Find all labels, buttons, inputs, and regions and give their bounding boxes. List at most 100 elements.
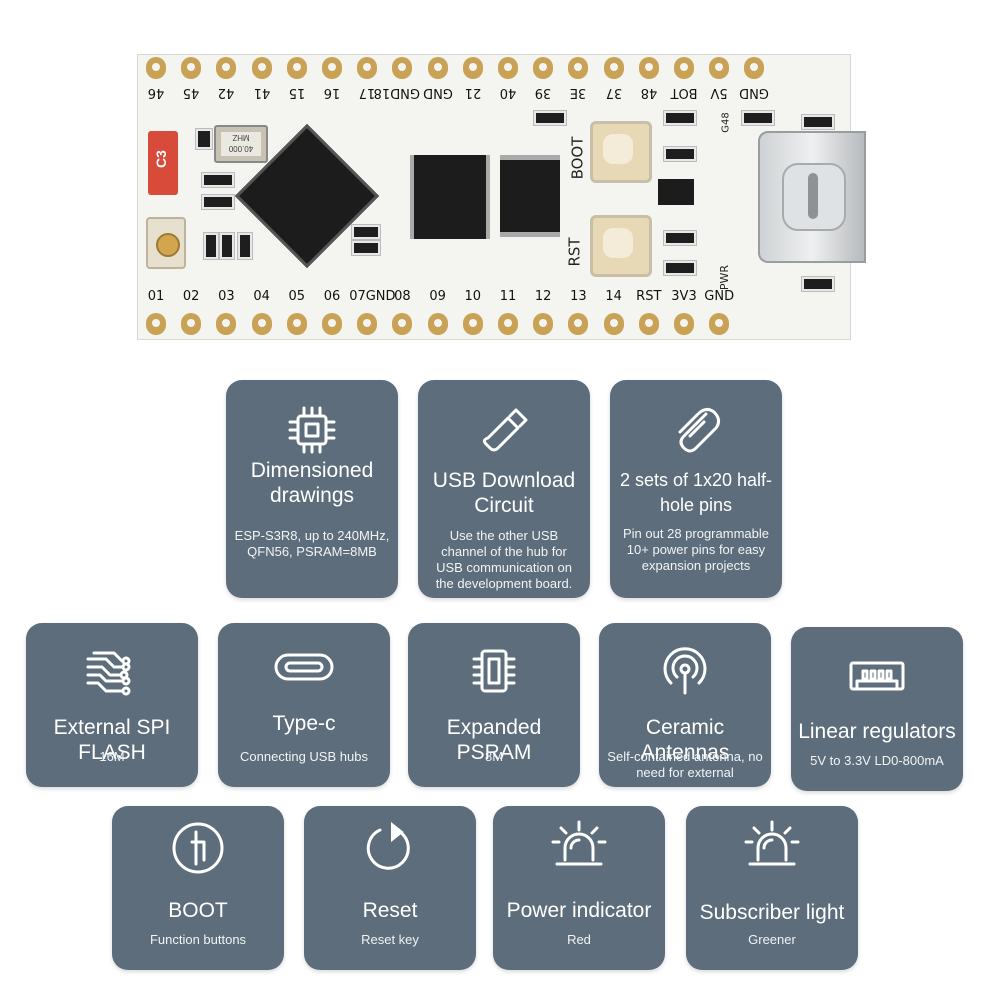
pin-label: 15: [288, 85, 306, 100]
pin-pad: [251, 57, 272, 79]
paperclip-icon: [666, 400, 726, 460]
pin-label: 08: [394, 289, 411, 304]
smd-component: [238, 233, 252, 259]
pin-label: 11: [499, 289, 517, 304]
smd-component: [664, 231, 696, 245]
pin-pad: [357, 313, 378, 335]
pin-pad: [216, 313, 237, 335]
reset-button[interactable]: [590, 215, 652, 277]
boot-button[interactable]: [590, 121, 652, 183]
feature-description: Greener: [748, 932, 796, 947]
pin-label: 16: [323, 85, 341, 100]
memory-chip-icon: [464, 641, 524, 701]
pin-pad: [322, 313, 342, 335]
feature-title: Reset: [362, 899, 418, 922]
feature-description: 5V to 3.3V LD0-800mA: [810, 753, 944, 768]
pin-pad: [709, 57, 730, 79]
pin-pad: [533, 313, 554, 335]
ceramic-antenna: C3: [148, 131, 178, 195]
feature-description: Red: [567, 932, 591, 947]
pin-label: 46: [147, 85, 165, 100]
feature-title: BOOT: [168, 899, 228, 922]
smd-component: [664, 111, 696, 125]
pin-pad: [392, 313, 413, 335]
siren-light-icon: [742, 816, 802, 876]
pin-label: 03: [218, 289, 235, 304]
usb-hub-chip: [500, 155, 560, 237]
pin-label: 3V3: [671, 289, 697, 304]
pin-pad: [322, 57, 342, 79]
pin-pad: [603, 57, 624, 79]
type-c-port-icon: [274, 637, 334, 697]
pin-pad: [674, 57, 694, 79]
pin-pad: [709, 313, 730, 335]
pin-label: 12: [534, 289, 552, 304]
siren-light-icon: [549, 816, 609, 876]
pin-pad: [286, 313, 307, 335]
boot-button-icon: [168, 818, 228, 878]
feature-title: Expanded PSRAM: [446, 716, 542, 764]
boot-silk-label: BOOT: [568, 136, 587, 180]
pin-label: 41: [253, 85, 270, 100]
antenna-label: C3: [152, 150, 169, 168]
smd-component: [220, 233, 234, 259]
feature-description: 8M: [484, 749, 504, 764]
chip-icon: [282, 400, 342, 460]
pin-label: GND18: [374, 85, 421, 100]
pin-label: 09: [429, 289, 446, 304]
pin-pad: [638, 57, 659, 79]
smd-component: [664, 261, 696, 275]
usb-c-connector[interactable]: [758, 131, 866, 263]
pin-label: 06: [323, 289, 341, 304]
pin-pad: [603, 313, 624, 335]
pin-label: 5V: [710, 85, 728, 100]
pin-pad: [146, 57, 166, 79]
feature-description: Function buttons: [149, 932, 247, 947]
pin-label: 39: [534, 85, 552, 100]
feature-card: BOOT Function buttons: [112, 806, 284, 970]
pin-label: 04: [253, 289, 270, 304]
pin-label: 21: [464, 85, 482, 100]
flash-chip: [410, 155, 490, 239]
feature-description: 16M: [99, 749, 125, 764]
feature-description: Reset key: [361, 932, 419, 947]
feature-title: Power indicator: [506, 899, 652, 922]
pin-label: RST: [636, 289, 662, 304]
pin-pad: [357, 57, 378, 79]
pin-label: 42: [218, 85, 235, 100]
pin-pad: [146, 313, 166, 335]
smd-component: [204, 233, 218, 259]
pin-label: 48: [640, 85, 658, 100]
antenna-icon: [655, 641, 715, 701]
pin-label: 02: [182, 289, 200, 304]
pin-pad: [674, 313, 694, 335]
pin-label: 10: [464, 289, 482, 304]
rst-silk-label: RST: [565, 237, 584, 267]
feature-description: Pin out 28 programmable 10+ power pins f…: [623, 526, 769, 573]
smd-component: [802, 115, 834, 129]
reset-icon: [360, 818, 420, 878]
pin-label: GND: [422, 85, 453, 100]
pwr-silk-label: PWR: [718, 264, 732, 291]
pin-pad: [498, 313, 518, 335]
pin-label: 14: [605, 289, 622, 304]
smd-component: [742, 111, 774, 125]
pin-label: GND: [704, 289, 735, 304]
pin-label: BOT: [670, 85, 698, 100]
pin-pad: [462, 57, 483, 79]
pin-label: 37: [605, 85, 622, 100]
smd-component: [352, 241, 380, 255]
smd-component: [202, 195, 234, 209]
pin-label: 07GND: [349, 289, 396, 304]
smd-component: [196, 129, 212, 149]
pin-label: 01: [147, 289, 165, 304]
pin-label: 45: [182, 85, 200, 100]
pin-pad: [181, 57, 202, 79]
pin-label: 40: [499, 85, 517, 100]
